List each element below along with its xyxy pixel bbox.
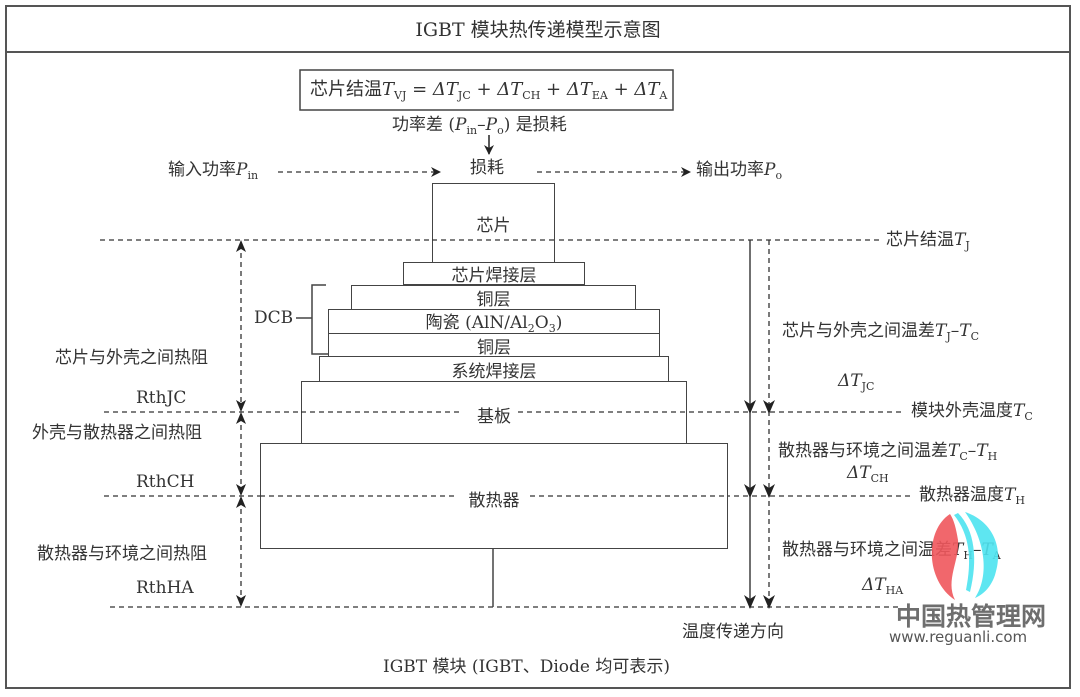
layer-copper-top: 铜层 <box>351 285 636 310</box>
rthha-label: RthHA <box>136 578 194 598</box>
delta-ha-symbol: ΔTHA <box>862 575 904 597</box>
formula-box <box>299 69 674 111</box>
input-power-label: 输入功率Pin <box>168 160 259 182</box>
delta-ch-symbol: ΔTCH <box>847 463 889 485</box>
figure-title: IGBT 模块热传递模型示意图 <box>5 5 1071 53</box>
figure-frame <box>5 5 1071 689</box>
rthjc-label: RthJC <box>136 388 187 408</box>
rthch-description: 外壳与散热器之间热阻 <box>32 423 202 443</box>
junction-temp-label: 芯片结温TJ <box>886 230 970 252</box>
figure-footer: IGBT 模块 (IGBT、Diode 均可表示) <box>383 657 670 677</box>
power-difference-label: 功率差 (Pin–Po) 是损耗 <box>392 115 567 137</box>
loss-label: 损耗 <box>470 158 504 178</box>
watermark-url: www.reguanli.com <box>889 628 1028 646</box>
layer-chip-solder: 芯片焊接层 <box>403 262 585 286</box>
layer-chip: 芯片 <box>432 183 555 263</box>
rthjc-description: 芯片与外壳之间热阻 <box>55 348 208 368</box>
delta-jc-description: 芯片与外壳之间温差TJ–TC <box>782 321 980 343</box>
watermark-name: 中国热管理网 <box>896 602 1047 631</box>
figure-title-text: IGBT 模块热传递模型示意图 <box>415 18 661 41</box>
delta-jc-symbol: ΔTJC <box>838 371 875 393</box>
temp-direction-label: 温度传递方向 <box>682 622 784 642</box>
delta-ch-description: 散热器与环境之间温差TC–TH <box>778 441 998 463</box>
dcb-label: DCB <box>254 308 294 328</box>
case-temp-label: 模块外壳温度TC <box>911 401 1033 423</box>
rthch-label: RthCH <box>136 472 195 492</box>
junction-temp-formula: 芯片结温TVJ = ΔTJC + ΔTCH + ΔTEA + ΔTA <box>310 79 668 102</box>
layer-system-solder: 系统焊接层 <box>319 356 669 382</box>
rthha-description: 散热器与环境之间热阻 <box>37 544 207 564</box>
output-power-label: 输出功率Po <box>696 160 783 182</box>
dcb-bracket <box>311 284 328 355</box>
heatsink-temp-label: 散热器温度TH <box>919 485 1025 507</box>
